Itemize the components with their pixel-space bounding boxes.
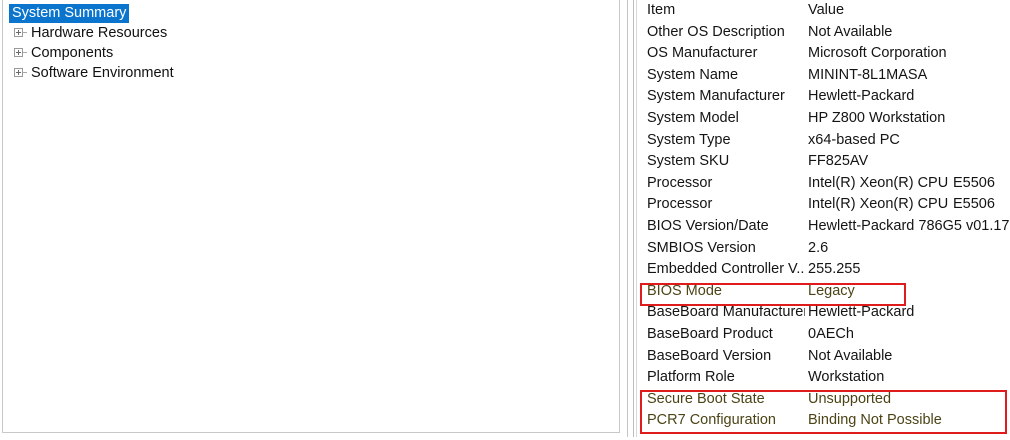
cell-value: Workstation xyxy=(808,369,885,386)
table-row[interactable]: System SKU FF825AV xyxy=(638,151,1010,173)
system-info-tree-panel[interactable]: System Summary Hardware Resources Compon… xyxy=(2,0,620,433)
table-row[interactable]: System Model HP Z800 Workstation xyxy=(638,108,1010,130)
table-row[interactable]: System Manufacturer Hewlett-Packard xyxy=(638,86,1010,108)
cell-value: 0AECh xyxy=(808,325,854,342)
cell-value: Hewlett-Packard xyxy=(808,88,915,105)
cell-value: Not Available xyxy=(808,347,893,364)
cell-item: Embedded Controller V... xyxy=(647,261,805,278)
cell-item: Processor xyxy=(647,174,713,191)
cell-item: System Model xyxy=(647,109,739,126)
table-row[interactable]: BaseBoard Product 0AECh xyxy=(638,324,1010,346)
cell-item: System Name xyxy=(647,66,739,83)
expand-plus-icon[interactable] xyxy=(14,28,23,37)
cell-item: Processor xyxy=(647,196,713,213)
cell-value: Hewlett-Packard 786G5 v01.17, 8/ xyxy=(808,217,1010,234)
cell-item: BIOS Mode xyxy=(647,282,722,299)
expand-plus-icon[interactable] xyxy=(14,48,23,57)
column-header-value: Value xyxy=(808,2,845,18)
cell-value: FF825AV xyxy=(808,153,869,170)
tree-item-label: Components xyxy=(31,45,114,61)
tree-connector-line xyxy=(23,52,27,53)
tree-item-components[interactable]: Components xyxy=(3,43,619,63)
cell-item: BaseBoard Manufacturer xyxy=(647,304,805,321)
cell-item: Platform Role xyxy=(647,369,735,386)
table-row[interactable]: BIOS Version/Date Hewlett-Packard 786G5 v… xyxy=(638,216,1010,238)
cell-value: Microsoft Corporation xyxy=(808,45,947,62)
tree-item-software-environment[interactable]: Software Environment xyxy=(3,63,619,83)
cell-item: SMBIOS Version xyxy=(647,239,756,256)
column-header-item: Item xyxy=(647,2,676,18)
cell-item: System Type xyxy=(647,131,731,148)
table-header-row: Item Value xyxy=(638,0,1010,22)
cell-value-overflow: E5506 xyxy=(953,196,995,213)
cell-item: BIOS Version/Date xyxy=(647,217,769,234)
cell-item: BaseBoard Version xyxy=(647,347,772,364)
cell-value: Intel(R) Xeon(R) CPU xyxy=(808,196,949,213)
cell-item: System Manufacturer xyxy=(647,88,785,105)
cell-value: Unsupported xyxy=(808,390,892,407)
cell-value: Legacy xyxy=(808,282,855,299)
cell-value: 2.6 xyxy=(808,239,829,256)
expand-plus-icon[interactable] xyxy=(14,68,23,77)
panel-divider xyxy=(627,0,628,437)
cell-value: x64-based PC xyxy=(808,131,900,148)
cell-value: Not Available xyxy=(808,23,893,40)
cell-item: Secure Boot State xyxy=(647,390,765,407)
cell-value: Hewlett-Packard xyxy=(808,304,915,321)
panel-divider-inner xyxy=(633,0,634,437)
cell-value: Intel(R) Xeon(R) CPU xyxy=(808,174,949,191)
table-row[interactable]: System Name MININT-8L1MASA xyxy=(638,65,1010,87)
cell-value: MININT-8L1MASA xyxy=(808,66,928,83)
cell-value: HP Z800 Workstation xyxy=(808,109,946,126)
table-row[interactable]: Other OS Description Not Available xyxy=(638,22,1010,44)
cell-value-overflow: E5506 xyxy=(953,174,995,191)
cell-item: OS Manufacturer xyxy=(647,45,758,62)
table-row[interactable]: System Type x64-based PC xyxy=(638,130,1010,152)
panel-divider-inner-2 xyxy=(636,0,637,437)
table-row[interactable]: Platform Role Workstation xyxy=(638,367,1010,389)
cell-item: BaseBoard Product xyxy=(647,325,773,342)
tree-connector-line xyxy=(23,32,27,33)
cell-item: Other OS Description xyxy=(647,23,785,40)
cell-item: System SKU xyxy=(647,153,730,170)
table-row[interactable]: Secure Boot State Unsupported xyxy=(638,389,1010,411)
tree-item-hardware-resources[interactable]: Hardware Resources xyxy=(3,23,619,43)
table-row[interactable]: BaseBoard Version Not Available xyxy=(638,346,1010,368)
cell-value: 255.255 xyxy=(808,261,861,278)
tree-connector-line xyxy=(23,72,27,73)
tree-item-label: Hardware Resources xyxy=(31,25,168,41)
table-row[interactable]: OS Manufacturer Microsoft Corporation xyxy=(638,43,1010,65)
table-row[interactable]: Embedded Controller V...255.255 xyxy=(638,259,1010,281)
table-row[interactable]: SMBIOS Version 2.6 xyxy=(638,238,1010,260)
tree-item-system-summary[interactable]: System Summary xyxy=(3,3,619,23)
table-row[interactable]: BIOS Mode Legacy xyxy=(638,281,1010,303)
tree-item-label: Software Environment xyxy=(31,65,174,81)
cell-item: PCR7 Configuration xyxy=(647,412,776,429)
tree-item-label: System Summary xyxy=(9,4,130,23)
table-row[interactable]: PCR7 Configuration Binding Not Possible xyxy=(638,410,1010,432)
cell-value: Binding Not Possible xyxy=(808,412,942,429)
